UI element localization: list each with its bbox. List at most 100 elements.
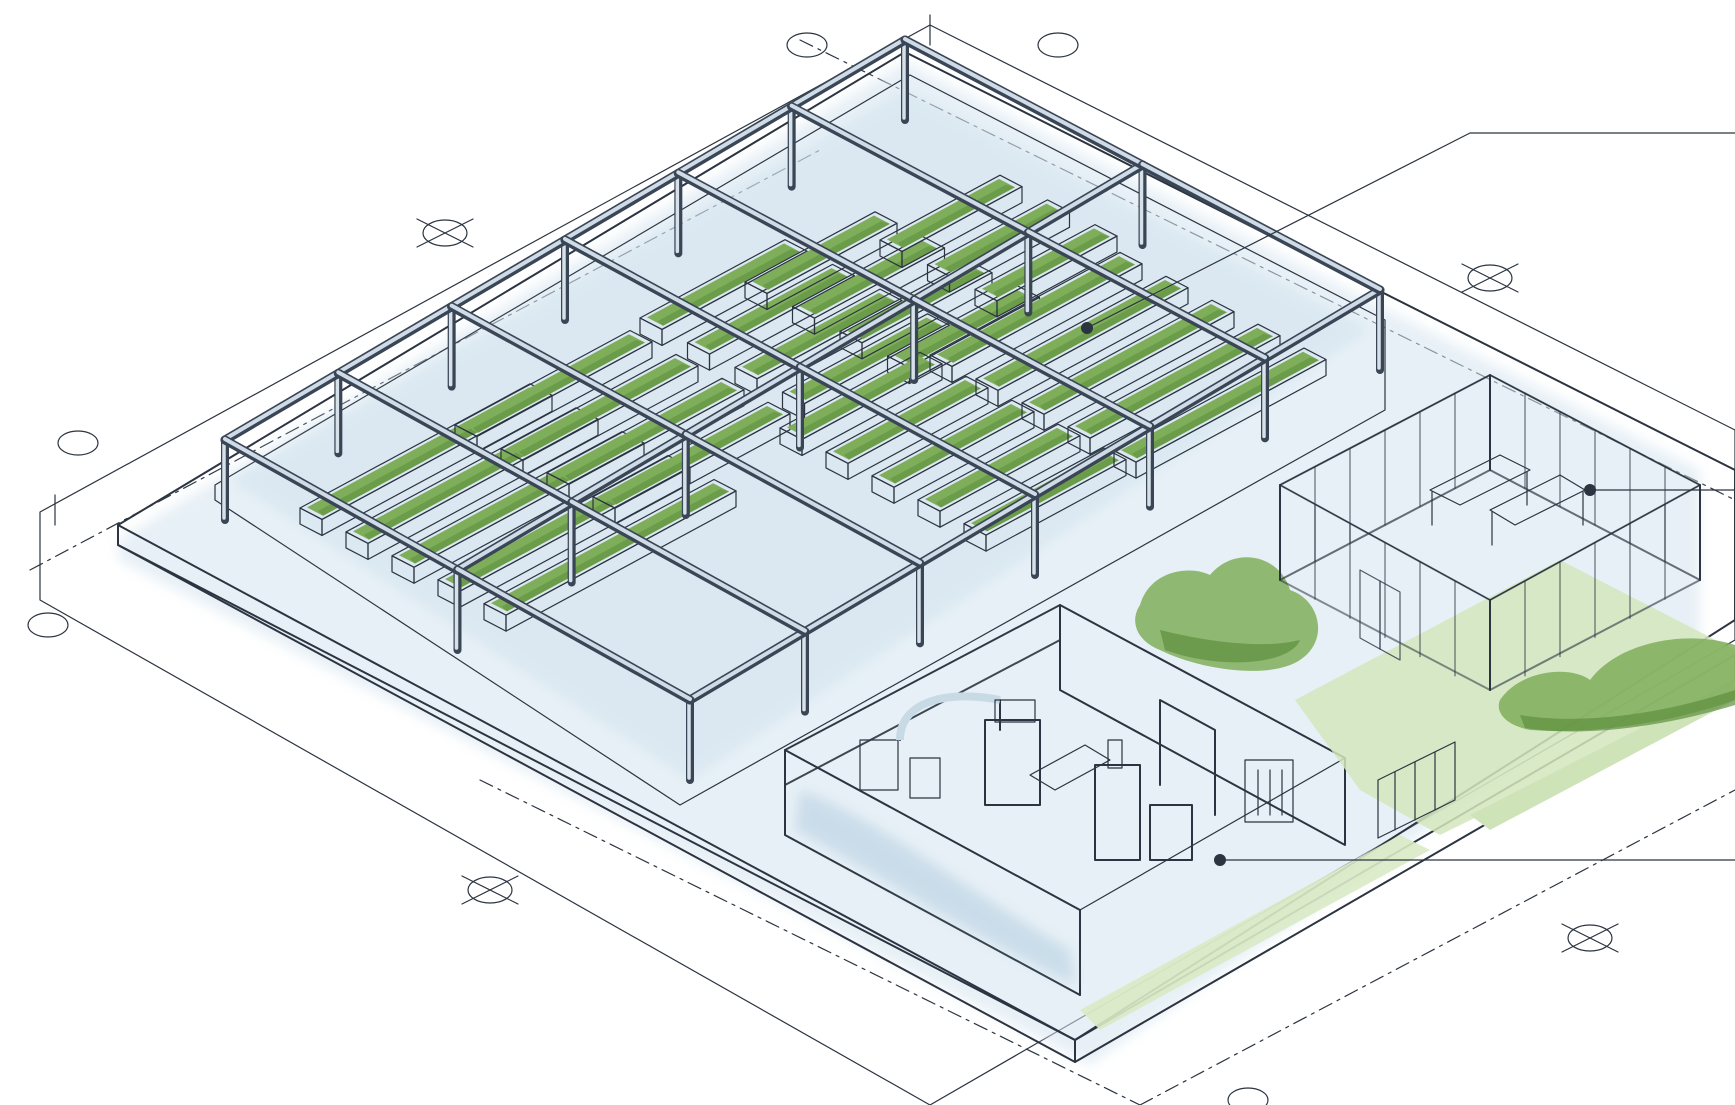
grid-marker-cross-circle: [1461, 263, 1519, 293]
beam-highlight: [1140, 162, 1382, 291]
dimension-line-right: [1139, 789, 1735, 1105]
planting-bed: [1067, 323, 1281, 455]
planting-bed: [871, 399, 1035, 504]
bed-rim: [500, 353, 699, 461]
bed-rim: [779, 351, 943, 441]
beam-highlight: [569, 499, 807, 633]
bed-rim: [1067, 323, 1281, 439]
grid-marker-ring: [1037, 32, 1079, 58]
beam-highlight: [449, 303, 688, 436]
beam-highlight: [1263, 287, 1382, 360]
grid-marker-cross-b: [461, 875, 519, 905]
beam-highlight: [1026, 162, 1145, 234]
beam-highlight: [1033, 423, 1152, 496]
frame-beam-long: [915, 490, 1040, 568]
bed-soil-planting: [462, 334, 645, 433]
frame-beam-cross: [333, 368, 577, 507]
frame-post: [801, 627, 809, 716]
bed-rim: [791, 235, 946, 319]
bed-planting-shade: [898, 184, 1015, 248]
duct-pipe-inner: [896, 692, 1001, 741]
beam-highlight: [1026, 229, 1267, 360]
bed-rim: [483, 478, 737, 616]
grid-marker-circle: [57, 430, 99, 456]
bed-soil-planting: [934, 203, 1063, 273]
bed-soil-planting: [1075, 327, 1273, 435]
frame-beam-cross: [1138, 160, 1385, 295]
callout-dot-growing-beds: [1081, 322, 1093, 334]
dryer-chimney: [1107, 739, 1123, 769]
planting-bed: [454, 329, 653, 454]
bed-planting-shade: [982, 457, 1119, 532]
beam-highlight: [903, 37, 1145, 166]
beam-highlight: [789, 37, 907, 108]
bed-rim: [886, 285, 1041, 369]
bed-soil-planting: [982, 228, 1110, 298]
planting-bed: [917, 423, 1081, 528]
bed-planting-shade: [502, 488, 729, 612]
planting-bed: [592, 401, 791, 525]
callout-leader-growing-beds: [1086, 132, 1735, 329]
frame-beam-long: [795, 295, 919, 372]
bed-rim: [734, 288, 903, 380]
frame-post: [567, 498, 576, 587]
grass-strip-front: [1080, 835, 1430, 1030]
greenhouse-floor: [214, 74, 1386, 806]
grid-marker-cross-circle: [416, 218, 474, 248]
wall-wash: [795, 790, 1075, 985]
grid-marker-ring: [27, 612, 69, 638]
beam-highlight: [455, 499, 574, 571]
grid-marker-ring: [786, 32, 828, 58]
grid-marker-cross-b: [1461, 263, 1519, 293]
beam-highlight: [223, 370, 341, 441]
frame-beam-cross: [795, 363, 1040, 500]
dust-collector: [909, 757, 941, 799]
bed-planting-shade: [993, 234, 1110, 298]
bed-planting-shade: [948, 261, 1135, 363]
frame-post: [221, 436, 229, 524]
frame-post: [1024, 228, 1033, 317]
frame-beam-cross: [447, 302, 691, 440]
frame-beam-cross: [673, 168, 919, 305]
grid-marker-ring: [57, 430, 99, 456]
hedge-right-shade: [1520, 690, 1735, 732]
beam-highlight: [336, 303, 454, 375]
planting-bed: [1113, 347, 1327, 479]
frame-beam-cross: [560, 235, 805, 372]
frame-post: [447, 302, 456, 391]
bed-rim: [639, 239, 808, 331]
bed-rim: [917, 423, 1081, 512]
grid-marker-ring: [1467, 264, 1513, 292]
grid-marker-circle: [1037, 32, 1079, 58]
bed-planting-shade: [753, 298, 895, 376]
frame-beam-long: [1145, 353, 1270, 432]
bed-rim: [825, 375, 989, 464]
bed-soil-planting: [1121, 351, 1319, 459]
beam-highlight: [336, 370, 574, 504]
frame-post: [796, 363, 804, 452]
beam-highlight: [688, 628, 807, 701]
hedge-left-shade: [1160, 630, 1300, 663]
frame-beam-cross: [1023, 228, 1270, 363]
gate-panel: [1377, 741, 1456, 839]
bed-soil-planting: [833, 380, 981, 460]
processing-room: [784, 604, 1346, 996]
planting-bed: [483, 478, 737, 632]
landscaping: [1080, 557, 1735, 1030]
press-machine: [984, 719, 1041, 806]
grid-marker-circle: [27, 612, 69, 638]
grid-marker-ring: [1567, 924, 1613, 952]
steel-frame: [220, 35, 1385, 784]
frame-beam-cross: [787, 102, 1033, 237]
frame-beam-long: [673, 102, 797, 178]
bed-soil-planting: [508, 358, 691, 457]
bed-planting-shade: [800, 323, 943, 400]
bed-rim: [929, 251, 1143, 368]
beam-highlight: [676, 103, 794, 175]
planting-bed: [825, 375, 989, 480]
bed-soil-planting: [879, 403, 1027, 484]
frame-beam-long: [1260, 285, 1385, 363]
beam-highlight: [569, 432, 688, 504]
bed-rim: [975, 275, 1189, 391]
beam-highlight: [455, 567, 692, 701]
